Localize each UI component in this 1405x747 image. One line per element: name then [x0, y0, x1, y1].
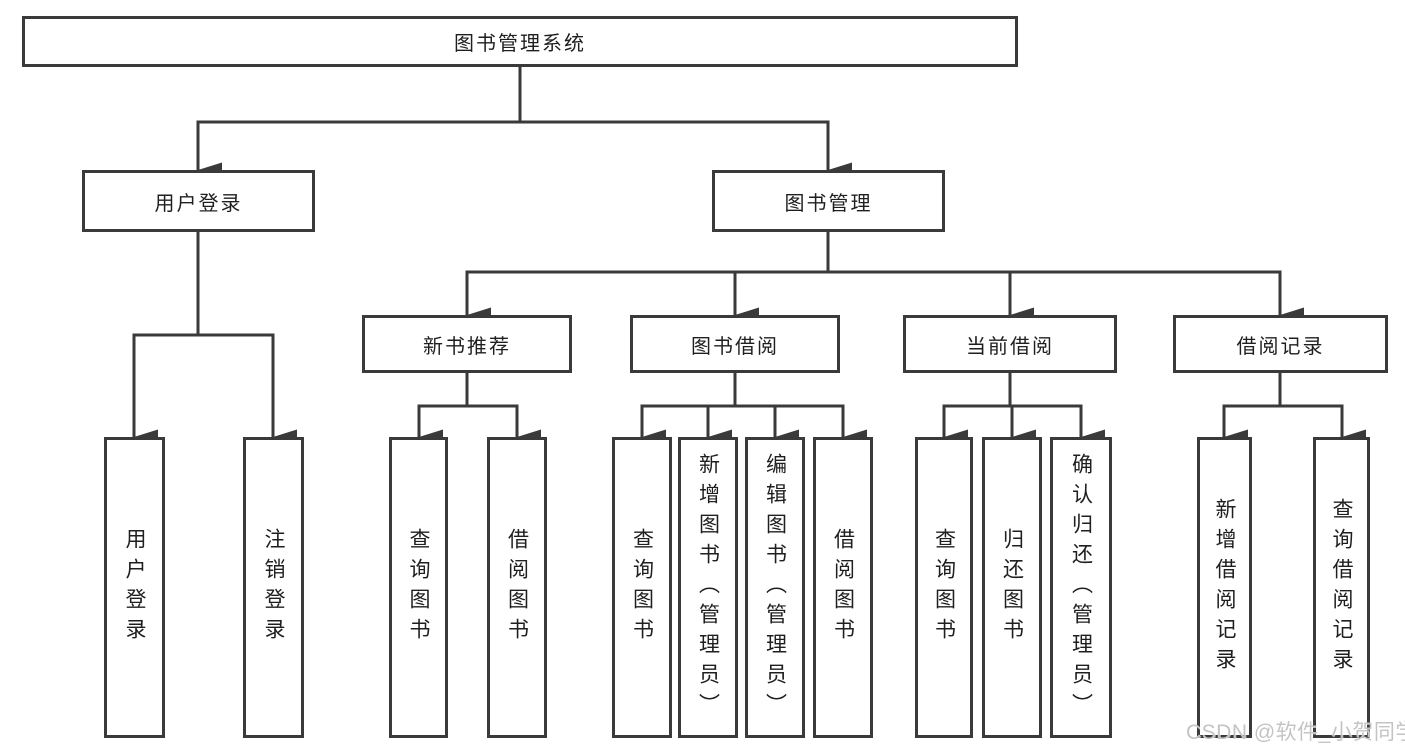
leaf-borrow-edit-books-admin: 编辑图书（管理员）	[745, 437, 805, 738]
leaf-current-return-books: 归还图书	[982, 437, 1042, 738]
leaf-current-confirm-return-admin-label: 确认归还（管理员）	[1069, 452, 1093, 723]
leaf-borrow-query-books-label: 查询图书	[630, 527, 654, 648]
connector-records-to-leaves	[1222, 371, 1366, 445]
leaf-current-query-books: 查询图书	[915, 437, 973, 738]
leaf-borrow-query-books: 查询图书	[612, 437, 672, 738]
connector-current-to-leaves	[942, 371, 1105, 445]
node-book-management: 图书管理	[712, 170, 945, 232]
node-borrow-records: 借阅记录	[1173, 315, 1388, 373]
leaf-current-query-books-label: 查询图书	[932, 527, 956, 648]
leaf-newbook-query-books-label: 查询图书	[407, 527, 430, 648]
node-book-borrow: 图书借阅	[630, 315, 840, 373]
connector-newbook-to-leaves	[417, 371, 541, 445]
node-book-management-label: 图书管理	[784, 192, 873, 215]
node-root-library-system: 图书管理系统	[22, 16, 1018, 67]
leaf-newbook-query-books: 查询图书	[389, 437, 448, 738]
leaf-user-login-label: 用户登录	[123, 527, 146, 648]
connector-borrow-to-leaves	[640, 371, 867, 445]
leaf-records-query-record-label: 查询借阅记录	[1330, 497, 1353, 678]
leaf-current-confirm-return-admin: 确认归还（管理员）	[1050, 437, 1112, 738]
node-book-borrow-label: 图书借阅	[691, 335, 779, 358]
leaf-borrow-add-books-admin-label: 新增图书（管理员）	[696, 452, 720, 723]
leaf-logout-label: 注销登录	[262, 527, 285, 648]
node-current-borrow: 当前借阅	[903, 315, 1117, 373]
node-new-book-recommend: 新书推荐	[362, 315, 572, 373]
connector-userlogin-to-leaves	[132, 230, 297, 445]
csdn-watermark: CSDN @软件_小贺同学	[1186, 721, 1405, 744]
node-user-login-label: 用户登录	[154, 192, 243, 215]
node-new-book-recommend-label: 新书推荐	[423, 335, 511, 358]
node-current-borrow-label: 当前借阅	[966, 335, 1054, 358]
leaf-logout: 注销登录	[243, 437, 304, 738]
leaf-borrow-borrow-books: 借阅图书	[813, 437, 873, 738]
leaf-newbook-borrow-books-label: 借阅图书	[505, 527, 529, 648]
node-borrow-records-label: 借阅记录	[1236, 335, 1325, 358]
leaf-borrow-edit-books-admin-label: 编辑图书（管理员）	[763, 452, 787, 723]
leaf-current-return-books-label: 归还图书	[1000, 527, 1024, 648]
connector-bookmgmt-to-level3	[465, 230, 1304, 323]
leaf-records-add-record-label: 新增借阅记录	[1213, 497, 1236, 678]
leaf-user-login: 用户登录	[104, 437, 165, 738]
leaf-records-query-record: 查询借阅记录	[1313, 437, 1370, 738]
connector-root-to-level2	[196, 65, 852, 178]
leaf-records-add-record: 新增借阅记录	[1197, 437, 1252, 738]
leaf-newbook-borrow-books: 借阅图书	[487, 437, 547, 738]
node-user-login: 用户登录	[82, 170, 315, 232]
leaf-borrow-borrow-books-label: 借阅图书	[831, 527, 855, 648]
leaf-borrow-add-books-admin: 新增图书（管理员）	[678, 437, 738, 738]
node-root-label: 图书管理系统	[454, 33, 586, 55]
